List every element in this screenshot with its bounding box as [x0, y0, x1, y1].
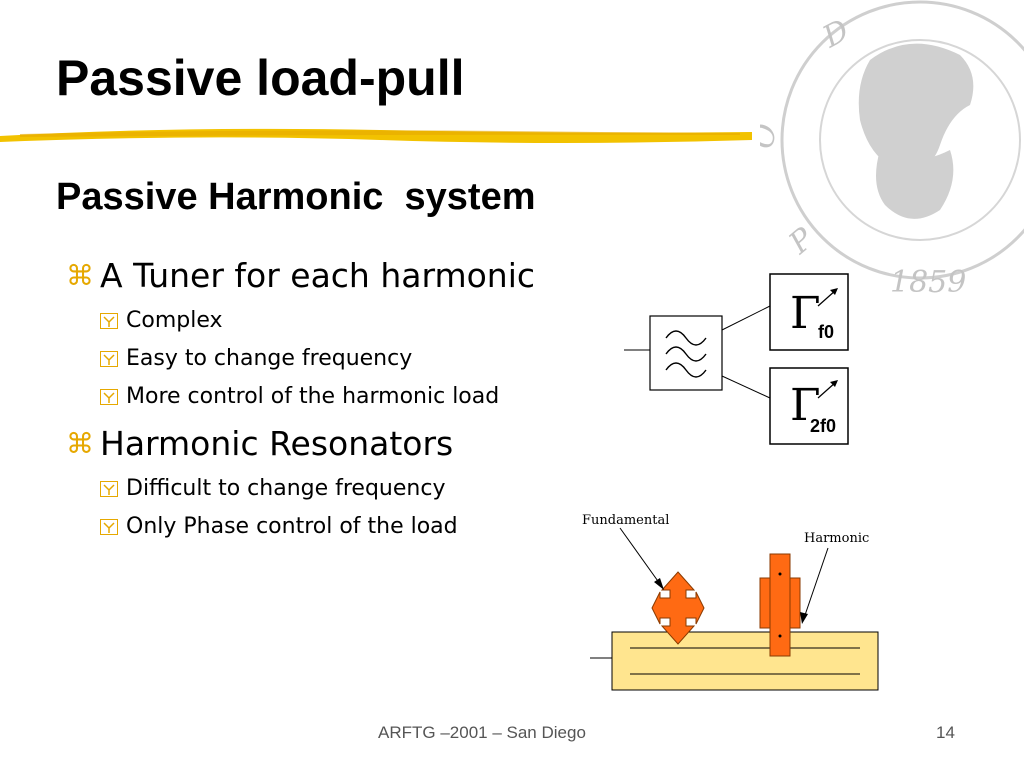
gamma-f0-label: f0 — [818, 322, 834, 342]
branch-line-f0 — [721, 305, 771, 331]
substrate-block — [611, 631, 879, 691]
svg-text:1859: 1859 — [890, 265, 966, 300]
university-seal-icon: D O P 1859 — [760, 0, 1024, 300]
bullet-text: Harmonic Resonators — [100, 424, 454, 463]
footer-text: ARFTG –2001 – San Diego — [378, 723, 586, 742]
bullet-item: ⌘ Harmonic Resonators Difficult to chang… — [64, 424, 544, 544]
checkbox-y-icon — [100, 519, 118, 535]
sub-bullet-item: Difficult to change frequency — [100, 472, 544, 506]
gamma-f0-symbol: Γ — [790, 288, 821, 339]
harmonic-pointer-head — [800, 612, 808, 624]
checkbox-y-icon — [100, 313, 118, 329]
gamma-2f0-box — [769, 367, 849, 445]
sub-bullet-text: Only Phase control of the load — [126, 514, 458, 539]
sub-bullet-item: More control of the harmonic load — [100, 380, 544, 414]
stub-dot — [778, 572, 782, 576]
bullet-glyph-icon: ⌘ — [66, 427, 94, 460]
bullet-item: ⌘ A Tuner for each harmonic Complex Easy… — [64, 256, 544, 414]
harmonic-pointer — [803, 547, 829, 619]
sub-bullet-text: Easy to change frequency — [126, 346, 413, 371]
arrow-icon — [817, 380, 838, 399]
gamma-2f0-label: 2f0 — [810, 416, 836, 436]
checkbox-y-icon — [100, 351, 118, 367]
gamma-2f0-symbol: Γ — [790, 380, 821, 431]
checkbox-y-icon — [100, 481, 118, 497]
page-number: 14 — [936, 723, 955, 742]
checkbox-y-icon — [100, 389, 118, 405]
arrow-icon — [817, 288, 838, 307]
sub-bullet-item: Complex — [100, 304, 544, 338]
sub-bullet-list: Difficult to change frequency Only Phase… — [100, 472, 544, 544]
slide-subtitle: Passive Harmonic system — [56, 176, 536, 218]
sub-bullet-list: Complex Easy to change frequency More co… — [100, 304, 544, 414]
bullet-list: ⌘ A Tuner for each harmonic Complex Easy… — [64, 256, 544, 554]
sub-bullet-item: Only Phase control of the load — [100, 510, 544, 544]
title-underline — [0, 128, 752, 143]
harmonic-label: Harmonic — [804, 531, 869, 546]
fundamental-pointer-head — [654, 578, 664, 590]
sub-bullet-item: Easy to change frequency — [100, 342, 544, 376]
harmonic-stub — [769, 553, 791, 657]
bullet-text: A Tuner for each harmonic — [100, 256, 536, 295]
fundamental-label: Fundamental — [582, 513, 669, 528]
fundamental-pointer — [619, 527, 661, 585]
fundamental-stub-icon — [651, 571, 705, 645]
bullet-glyph-icon: ⌘ — [66, 259, 94, 292]
slide-title: Passive load-pull — [56, 50, 465, 106]
stub-dot — [778, 634, 782, 638]
sub-bullet-text: Complex — [126, 308, 223, 333]
sub-bullet-text: More control of the harmonic load — [126, 384, 500, 409]
sub-bullet-text: Difficult to change frequency — [126, 476, 446, 501]
branch-line-2f0 — [721, 375, 771, 399]
harmonic-stub-flanges — [759, 577, 801, 629]
filter-wave-icon — [665, 330, 707, 378]
gamma-f0-box — [769, 273, 849, 351]
